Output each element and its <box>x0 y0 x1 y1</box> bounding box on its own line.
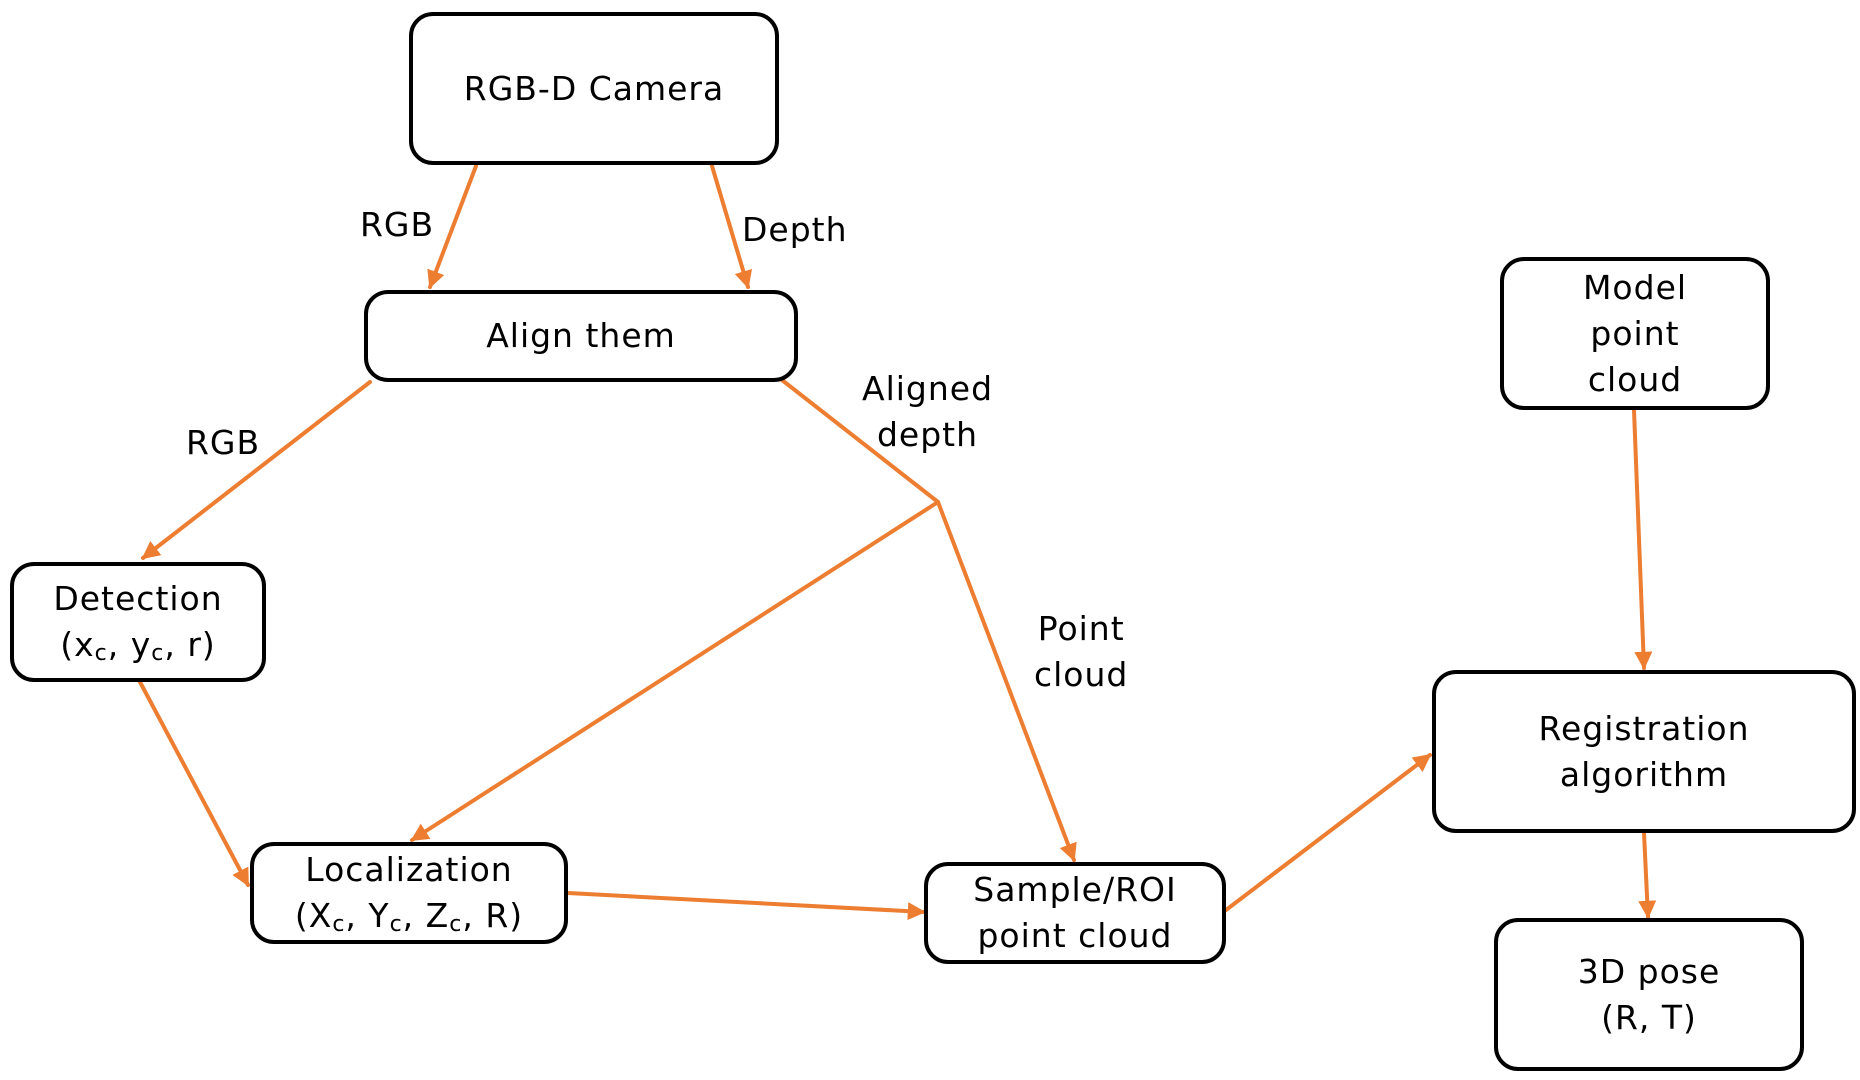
node-sample-label-line1: Sample/ROI <box>973 870 1177 909</box>
arrow-model-to-registration <box>1632 408 1653 670</box>
node-registration-label-line1: Registration <box>1538 708 1750 748</box>
arrow-junction-to-sample <box>936 500 1077 862</box>
arrow-align-to-junction <box>780 378 940 504</box>
edge-label-camera-depth: Depth <box>742 210 848 249</box>
node-align-them: Align them <box>364 290 798 382</box>
arrow-camera-to-align-depth <box>710 164 753 289</box>
node-pose-label-line1: 3D pose <box>1577 951 1721 991</box>
node-localization: Localization (Xc, Yc, Zc, R) <box>250 842 568 944</box>
node-registration-algorithm: Registration algorithm <box>1432 670 1856 833</box>
node-align-them-label: Align them <box>486 316 676 355</box>
arrow-sample-to-registration <box>1224 753 1432 912</box>
node-model-label-line1: Model <box>1582 267 1688 307</box>
node-registration-label-line2: algorithm <box>1559 754 1729 794</box>
node-rgbd-camera: RGB-D Camera <box>409 12 779 165</box>
node-detection: Detection (xc, yc, r) <box>10 562 266 682</box>
arrow-junction-to-localization <box>410 500 940 842</box>
node-localization-params: (Xc, Yc, Zc, R) <box>294 896 524 937</box>
node-localization-label: Localization <box>305 850 513 889</box>
node-model-point-cloud: Model point cloud <box>1500 257 1770 410</box>
node-sample-label-line2: point cloud <box>977 916 1173 955</box>
edge-label-camera-rgb: RGB <box>360 205 435 244</box>
arrow-registration-to-pose <box>1638 831 1657 919</box>
node-3d-pose: 3D pose (R, T) <box>1494 918 1804 1071</box>
node-pose-label-line2: (R, T) <box>1601 997 1697 1037</box>
arrow-align-to-detection <box>141 380 372 560</box>
arrow-detection-to-localization <box>138 680 250 887</box>
edge-label-align-rgb: RGB <box>186 423 261 462</box>
node-detection-params: (xc, yc, r) <box>60 625 216 666</box>
arrow-localization-to-sample <box>566 891 926 921</box>
arrow-camera-to-align-rgb <box>427 164 478 289</box>
edge-label-point-cloud: Point cloud <box>1034 609 1129 694</box>
node-rgbd-camera-label: RGB-D Camera <box>463 68 725 108</box>
node-detection-label: Detection <box>53 579 223 618</box>
edge-label-aligned-depth: Aligned depth <box>862 369 994 454</box>
node-model-label-line2: point <box>1590 313 1680 353</box>
node-model-label-line3: cloud <box>1587 359 1683 399</box>
node-sample-roi-point-cloud: Sample/ROI point cloud <box>924 862 1226 964</box>
